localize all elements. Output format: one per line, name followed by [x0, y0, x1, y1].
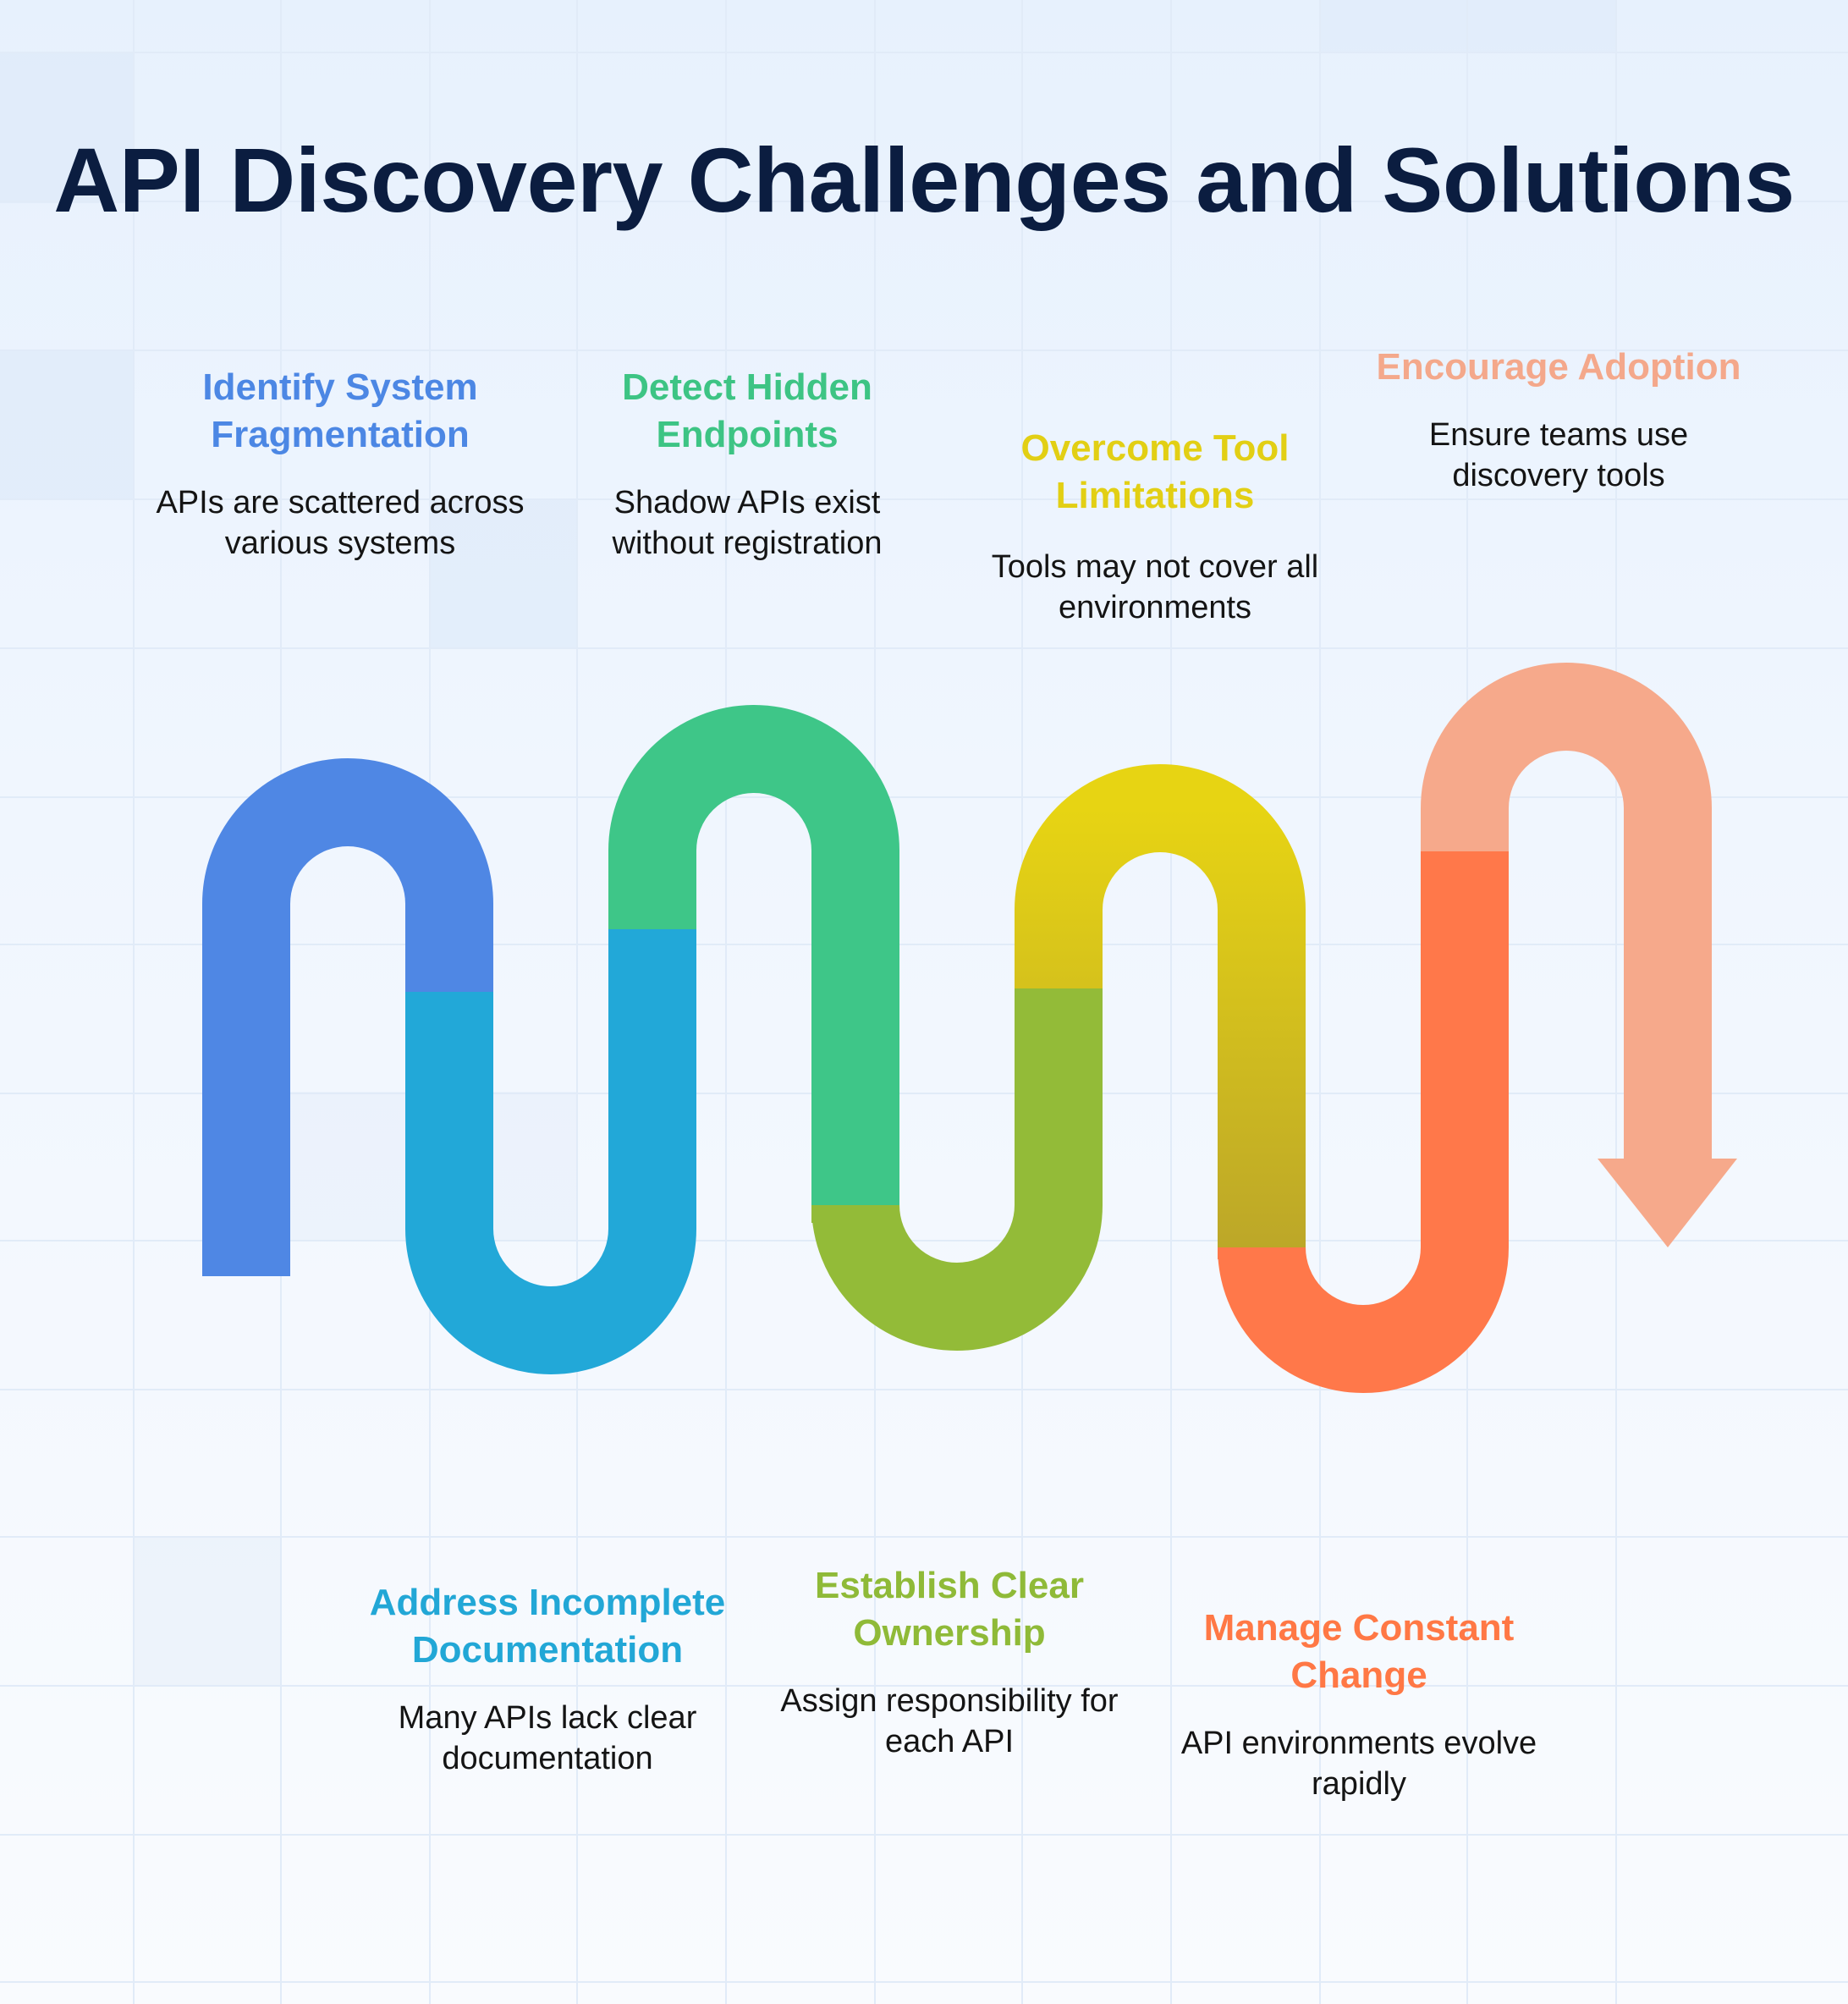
stage-description: Ensure teams use discovery tools [1428, 417, 1689, 493]
stage-title: Encourage Adoption [1376, 346, 1741, 388]
stage-description: Many APIs lack clear documentation [398, 1700, 697, 1776]
stage-establish-clear-ownership: Establish Clear Ownership Assign respons… [763, 1562, 1136, 1762]
stage-title: Overcome Tool Limitations [1020, 427, 1290, 516]
flow-segment-constant-change [1218, 851, 1509, 1393]
stage-encourage-adoption: Encourage Adoption Ensure teams use disc… [1372, 344, 1745, 496]
stage-description: API environments evolve rapidly [1180, 1726, 1537, 1802]
stage-description: Shadow APIs exist without registration [612, 485, 883, 561]
stage-identify-system-fragmentation: Identify System Fragmentation APIs are s… [154, 364, 526, 564]
flow-segment-fragmentation [202, 758, 493, 1276]
page-title: API Discovery Challenges and Solutions [53, 129, 1795, 231]
stage-title: Detect Hidden Endpoints [622, 366, 872, 455]
stage-description: Tools may not cover all environments [991, 549, 1319, 625]
flow-segment-adoption [1421, 663, 1712, 1159]
stage-detect-hidden-endpoints: Detect Hidden Endpoints Shadow APIs exis… [561, 364, 933, 564]
stage-title: Manage Constant Change [1203, 1607, 1515, 1696]
flow-segment-hidden-endpoints [608, 705, 899, 1223]
stage-title: Establish Clear Ownership [815, 1565, 1084, 1654]
flow-segment-tool-limitations [1015, 764, 1306, 1259]
stage-description: APIs are scattered across various system… [156, 485, 525, 561]
flow-arrowhead [1598, 1159, 1737, 1247]
stage-description: Assign responsibility for each API [780, 1683, 1119, 1759]
stage-title: Identify System Fragmentation [202, 366, 478, 455]
stage-address-incomplete-documentation: Address Incomplete Documentation Many AP… [361, 1579, 734, 1779]
stage-overcome-tool-limitations: Overcome Tool Limitations Tools may not … [969, 425, 1341, 628]
stage-manage-constant-change: Manage Constant Change API environments … [1173, 1605, 1545, 1804]
flow-segment-documentation [405, 929, 696, 1374]
stage-title: Address Incomplete Documentation [369, 1582, 726, 1671]
flow-segment-ownership [811, 988, 1103, 1351]
